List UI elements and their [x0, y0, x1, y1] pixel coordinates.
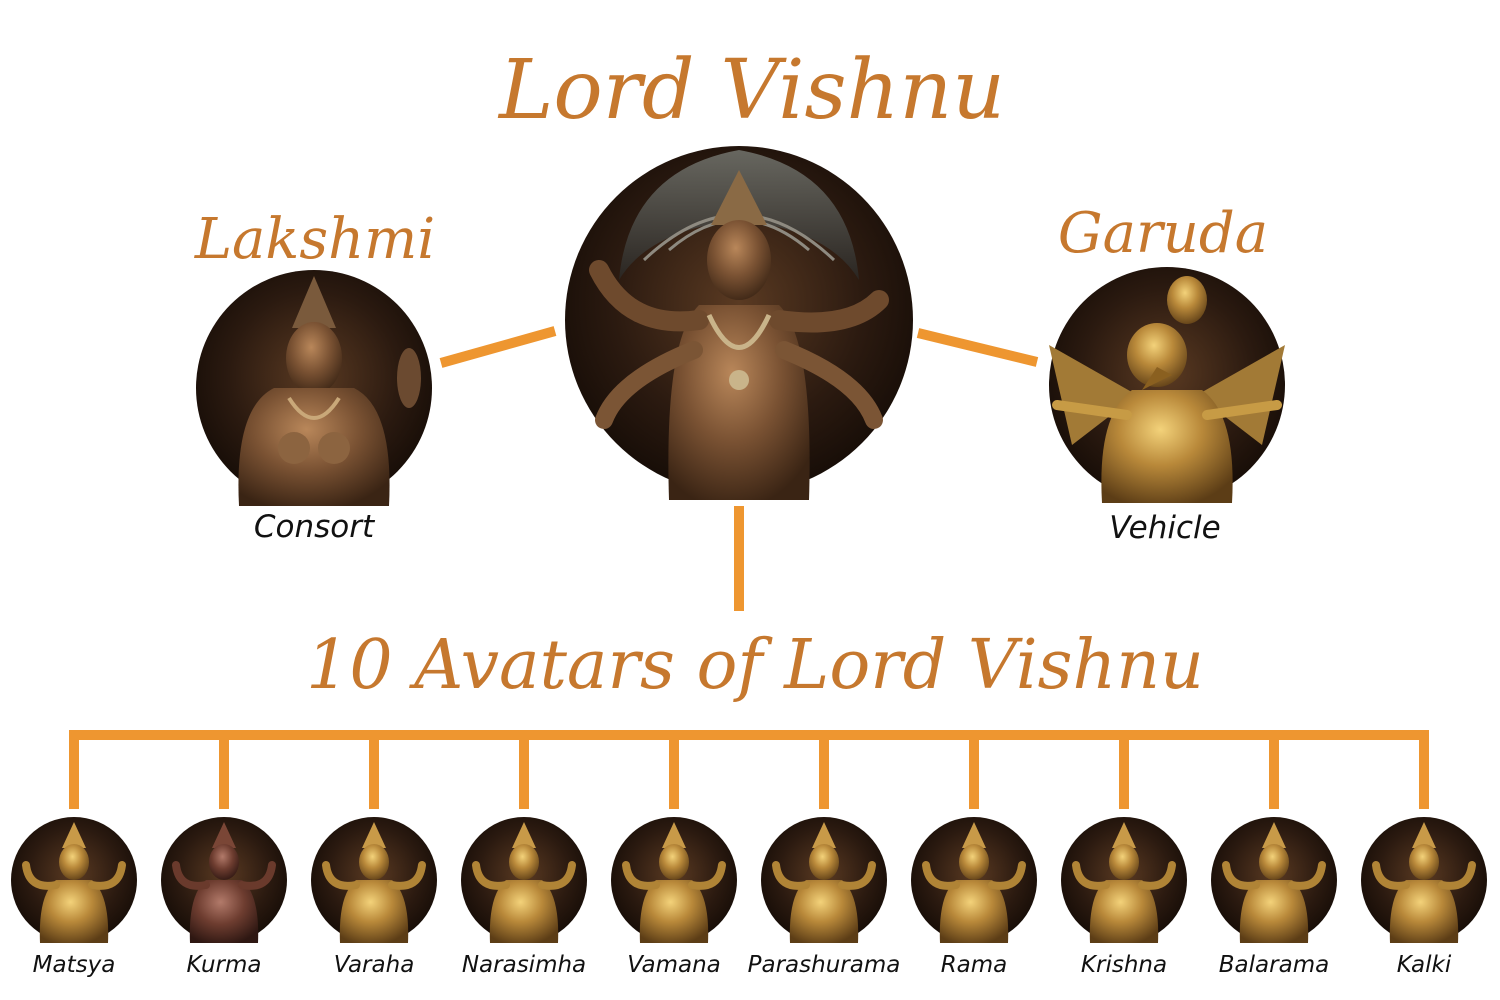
avatar-label-kalki: Kalki	[1397, 952, 1452, 978]
kurma-statue-icon	[161, 817, 287, 943]
kalki-statue-icon	[1361, 817, 1487, 943]
consort-caption: Consort	[254, 509, 376, 545]
avatars-section-title: 10 Avatars of Lord Vishnu	[306, 626, 1204, 705]
connectors	[69, 326, 1429, 809]
vehicle-caption: Vehicle	[1109, 510, 1220, 546]
lakshmi-statue-icon	[196, 270, 432, 506]
avatar-label-kurma: Kurma	[187, 952, 262, 978]
krishna-statue-icon	[1061, 817, 1187, 943]
vamana-statue-icon	[611, 817, 737, 943]
avatar-label-varaha: Varaha	[334, 952, 415, 978]
avatar-label-balarama: Balarama	[1219, 952, 1329, 978]
vishnu-statue-icon	[565, 146, 913, 500]
avatar-label-vamana: Vamana	[627, 952, 721, 978]
connector-vishnu-garuda	[916, 328, 1039, 367]
connector-vishnu-lakshmi	[439, 326, 557, 368]
narasimha-statue-icon	[461, 817, 587, 943]
varaha-statue-icon	[311, 817, 437, 943]
balarama-statue-icon	[1211, 817, 1337, 943]
avatar-label-matsya: Matsya	[33, 952, 116, 978]
avatar-label-parashurama: Parashurama	[748, 952, 901, 978]
garuda-statue-icon	[1049, 267, 1285, 503]
vehicle-title: Garuda	[1058, 201, 1268, 266]
parashurama-statue-icon	[761, 817, 887, 943]
consort-title: Lakshmi	[194, 207, 435, 272]
avatar-label-narasimha: Narasimha	[462, 952, 586, 978]
avatar-drop-lines	[69, 730, 1429, 809]
avatar-label-krishna: Krishna	[1081, 952, 1167, 978]
avatar-row: Matsya Kurma Varaha Narasimha Vamana Parashur…	[11, 817, 1487, 978]
rama-statue-icon	[911, 817, 1037, 943]
matsya-statue-icon	[11, 817, 137, 943]
avatar-label-rama: Rama	[941, 952, 1008, 978]
main-title: Lord Vishnu	[497, 43, 1005, 138]
